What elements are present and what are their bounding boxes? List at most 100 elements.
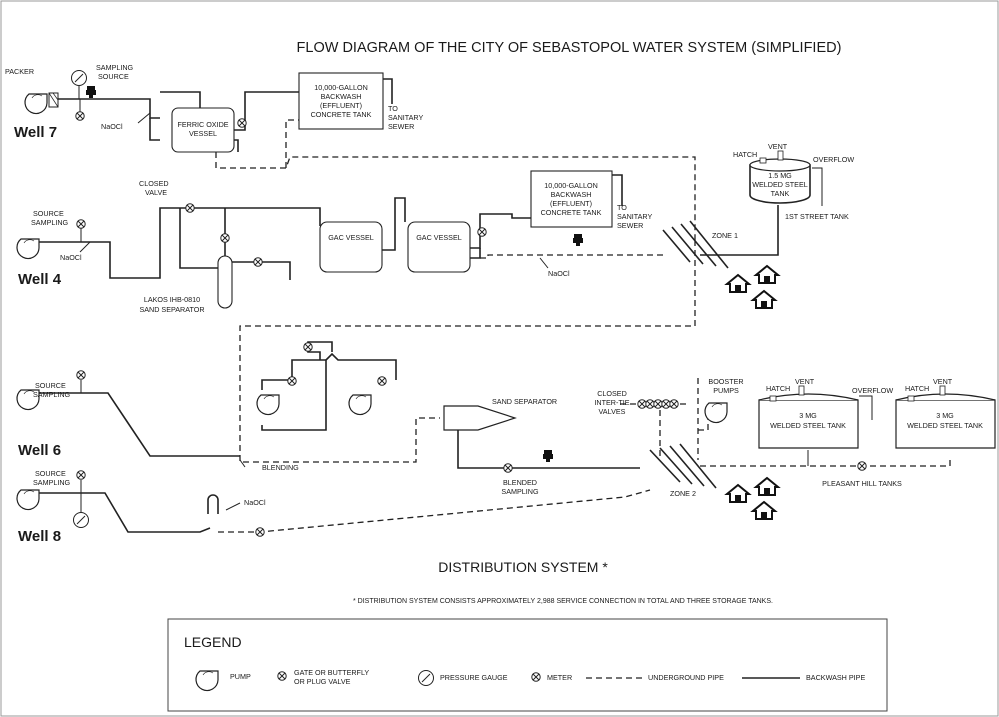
- ferric-label-2: VESSEL: [189, 129, 217, 138]
- well7-sampling-label: SAMPLING: [96, 63, 134, 72]
- gac-sampling-tap-icon: [573, 234, 583, 246]
- well7-label: Well 7: [14, 124, 57, 141]
- booster-label-1: BOOSTER: [708, 377, 743, 386]
- lakos-valve-icon: [220, 233, 230, 243]
- well7-naocl-label: NaOCl: [101, 122, 123, 131]
- gac-naocl-label: NaOCl: [548, 269, 570, 278]
- blended-sampling-tap-icon: [543, 450, 553, 462]
- zone2-house-icon-2: [755, 477, 779, 496]
- booster-label-2: PUMPS: [713, 386, 739, 395]
- legend-gauge-label: PRESSURE GAUGE: [440, 673, 508, 682]
- gac-outlet-valve-icon: [477, 227, 487, 237]
- legend-meter-icon: [531, 672, 541, 682]
- well4-label: Well 4: [18, 271, 62, 288]
- legend-box: [167, 618, 888, 712]
- gac1-label: GAC VESSEL: [328, 233, 374, 242]
- closed-valve-label-1: CLOSED: [139, 179, 169, 188]
- well7-pump-icon: [24, 93, 48, 115]
- intertie-valve-icon-2: [645, 399, 655, 409]
- tank15-label-3: TANK: [771, 189, 790, 198]
- zone2-house-icon-1: [726, 484, 750, 503]
- hatch2-label: HATCH: [766, 384, 790, 393]
- tank3a-label-2: WELDED STEEL TANK: [770, 421, 846, 430]
- closed-valve-icon: [185, 203, 195, 213]
- bw1-label-3: (EFFLUENT): [320, 101, 362, 110]
- zone1-house-icon-1: [726, 274, 750, 293]
- tank15-label-1: 1.5 MG: [768, 171, 792, 180]
- blended-sampling-valve-icon: [503, 463, 513, 473]
- intertie-valve-icon-5: [669, 399, 679, 409]
- tank15-label-2: WELDED STEEL: [752, 180, 808, 189]
- bw2-label-3: (EFFLUENT): [550, 199, 592, 208]
- blended-label-2: SAMPLING: [501, 487, 539, 496]
- sand-separator: [443, 405, 517, 431]
- zone1-group: [662, 150, 823, 309]
- well6-sampling-label: SAMPLING: [33, 390, 71, 399]
- blend-valve-icon-3: [377, 376, 387, 386]
- bw1-label-1: 10,000-GALLON: [314, 83, 368, 92]
- hatch1-label: HATCH: [733, 150, 757, 159]
- intertie-valve-icon-1: [637, 399, 647, 409]
- packer-label: PACKER: [5, 67, 34, 76]
- zone2-group: [620, 378, 996, 520]
- legend-pump-icon: [195, 670, 219, 692]
- well4-source-label: SOURCE: [33, 209, 64, 218]
- well6-group: [16, 240, 696, 473]
- well7-sampling-tap-icon: [86, 86, 96, 98]
- ferric-valve-icon: [237, 118, 247, 128]
- well8-pump-icon: [16, 489, 40, 511]
- tank3a-label-1: 3 MG: [799, 411, 817, 420]
- zone1-label: ZONE 1: [712, 231, 738, 240]
- well7-source-label: SOURCE: [98, 72, 129, 81]
- legend-backwash-label: BACKWASH PIPE: [806, 673, 865, 682]
- overflow2-label: OVERFLOW: [852, 386, 893, 395]
- well8-naocl-label: NaOCl: [244, 498, 266, 507]
- sewer1-label-3: SEWER: [388, 122, 414, 131]
- zone2-house-icon-3: [752, 501, 776, 520]
- distribution-heading: DISTRIBUTION SYSTEM *: [438, 559, 608, 575]
- well7-valve-icon: [75, 111, 85, 121]
- hatch3-label: HATCH: [905, 384, 929, 393]
- diagram-title: FLOW DIAGRAM OF THE CITY OF SEBASTOPOL W…: [297, 40, 842, 56]
- lakos-sand-separator: [217, 255, 233, 309]
- booster-pump-icon: [704, 402, 728, 424]
- gac-vessel-1: [319, 221, 383, 273]
- well4-pump-icon: [16, 238, 40, 260]
- legend-underground-label: UNDERGROUND PIPE: [648, 673, 724, 682]
- first-street-label: 1ST STREET TANK: [785, 212, 849, 221]
- well6-sampling-valve-icon: [76, 370, 86, 380]
- pleasant-hill-valve-icon: [857, 461, 867, 471]
- well6-label: Well 6: [18, 442, 61, 459]
- legend-meter-label: METER: [547, 673, 572, 682]
- intertie-label-3: VALVES: [599, 407, 626, 416]
- intertie-valve-icon-4: [661, 399, 671, 409]
- well8-sampling-valve-icon: [76, 470, 86, 480]
- well8-source-label: SOURCE: [35, 469, 66, 478]
- gac-vessel-2: [407, 221, 471, 273]
- well4-sampling-label: SAMPLING: [31, 218, 69, 227]
- well4-sampling-valve-icon: [76, 219, 86, 229]
- well8-group: [16, 470, 651, 537]
- bw1-label-4: CONCRETE TANK: [311, 110, 372, 119]
- bw2-label-4: CONCRETE TANK: [541, 208, 602, 217]
- sewer2-label-1: TO: [617, 203, 627, 212]
- intertie-label-1: CLOSED: [597, 389, 627, 398]
- zone2-label: ZONE 2: [670, 489, 696, 498]
- vent3-label: VENT: [933, 377, 953, 386]
- gac2-label: GAC VESSEL: [416, 233, 462, 242]
- sand-separator-label: SAND SEPARATOR: [492, 397, 557, 406]
- vent1-label: VENT: [768, 142, 788, 151]
- legend-pump-label: PUMP: [230, 672, 251, 681]
- well6-source-label: SOURCE: [35, 381, 66, 390]
- well8-label: Well 8: [18, 528, 61, 545]
- backwash-tank-1: [298, 72, 384, 130]
- legend-heading: LEGEND: [184, 634, 242, 650]
- first-street-tank: [749, 158, 811, 172]
- zone1-house-icon-2: [755, 265, 779, 284]
- well8-gauge-icon: [73, 512, 89, 528]
- tank3b-label-1: 3 MG: [936, 411, 954, 420]
- legend-valve-label-2: OR PLUG VALVE: [294, 677, 351, 686]
- legend-valve-label-1: GATE OR BUTTERFLY: [294, 668, 369, 677]
